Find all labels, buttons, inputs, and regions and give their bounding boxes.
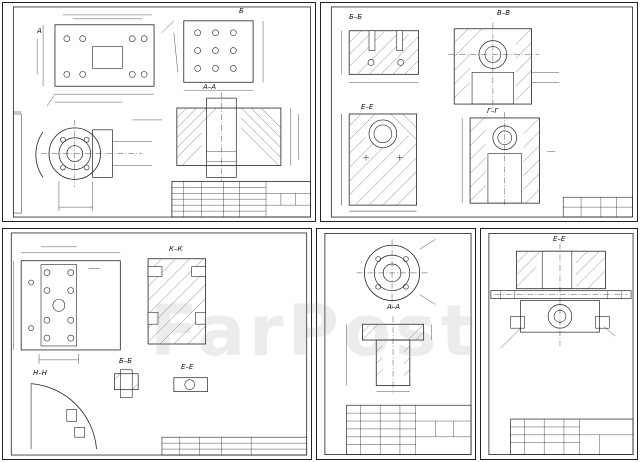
- view-label-a-a-sheet4: А–А: [387, 303, 401, 311]
- view-label-a-a: А–А: [203, 83, 217, 91]
- view-label-b-b: Б–Б: [349, 13, 363, 21]
- sheet-1-graphics: [12, 6, 312, 218]
- drawing-sheet-4: А–А: [316, 228, 476, 460]
- sheet-4-graphics: [324, 233, 472, 455]
- view-label-v-v: В–В: [497, 9, 511, 17]
- view-label-n-n: Н–Н: [33, 369, 48, 377]
- sheet-3-graphics: [10, 232, 308, 456]
- sheet-2-graphics: [330, 6, 633, 218]
- drawing-sheet-5: Е–Е: [480, 228, 638, 460]
- drawing-sheet-3: К–К Б–Б Е–Е Н–Н: [2, 228, 312, 460]
- view-label-e-e: Е–Е: [361, 103, 374, 111]
- sheet-5-graphics: [488, 233, 634, 455]
- view-label-g-g: Г–Г: [487, 107, 499, 115]
- drawing-sheet-2: Б–Б В–В Е–Е Г–Г: [320, 2, 638, 222]
- view-label-e-e-small: Е–Е: [181, 363, 194, 371]
- view-label-e-e-sheet5: Е–Е: [553, 235, 566, 243]
- view-label-a: А: [37, 27, 42, 35]
- view-label-b: Б: [239, 7, 244, 15]
- drawing-sheet-1: А А–А Б: [2, 2, 316, 222]
- view-label-b-b-small: Б–Б: [119, 357, 133, 365]
- view-label-k-k: К–К: [169, 245, 183, 253]
